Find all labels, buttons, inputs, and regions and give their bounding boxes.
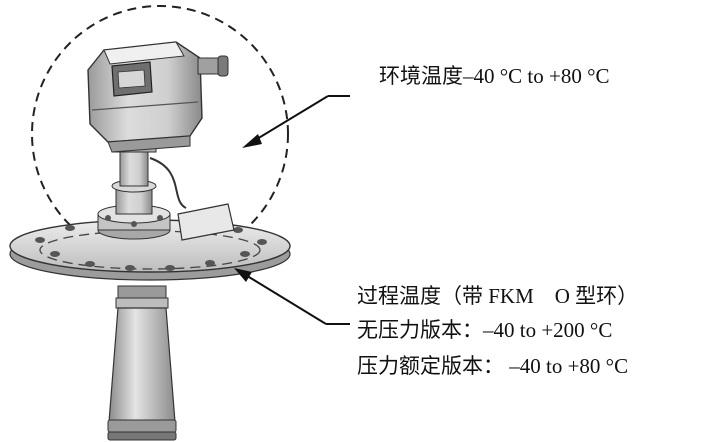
transmitter-housing — [87, 41, 229, 153]
non-pressurized-range: 无压力版本：–40 to +200 °C — [357, 318, 613, 342]
cable — [149, 157, 187, 209]
process-temperature-title: 过程温度（带 FKM O 型环） — [357, 284, 639, 308]
ambient-temperature-label: 环境温度–40 °C to +80 °C — [379, 64, 610, 88]
ambient-leader-arrow — [242, 95, 350, 148]
junction-plate — [177, 203, 235, 241]
process-connection — [97, 139, 171, 240]
pressure-rated-range: 压力额定版本： –40 to +80 °C — [357, 354, 629, 378]
horn-antenna — [107, 285, 177, 441]
process-leader-arrow — [234, 268, 350, 325]
